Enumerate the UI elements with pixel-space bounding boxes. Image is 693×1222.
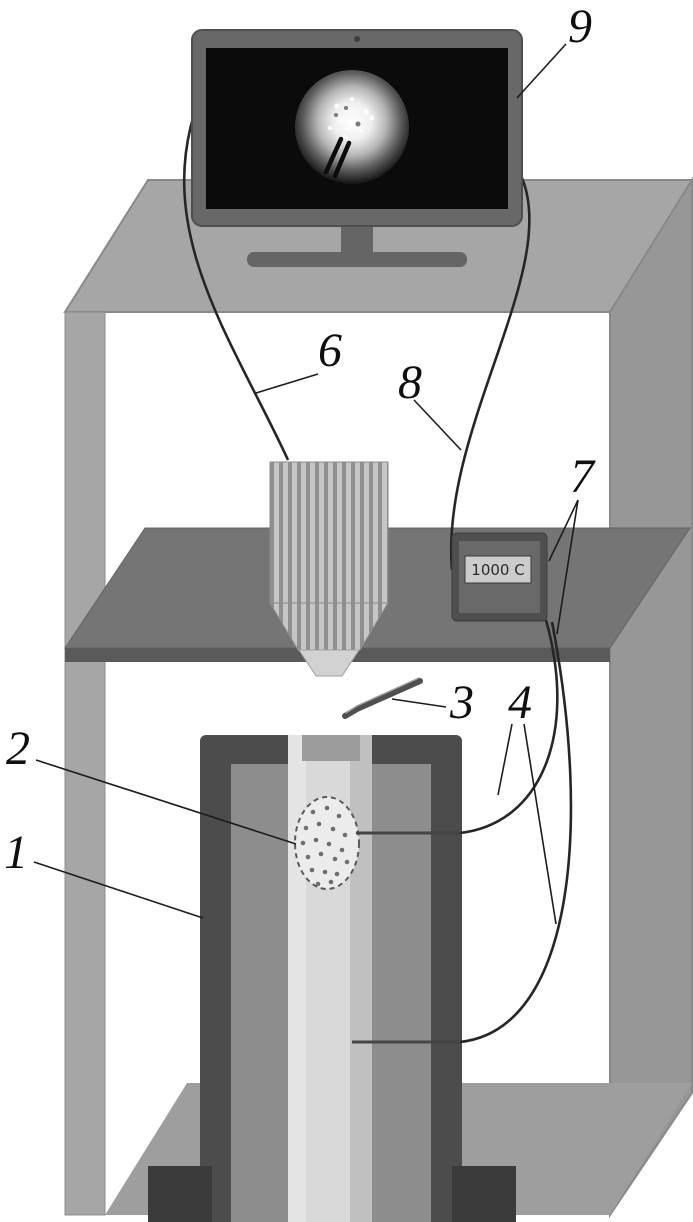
camera-device (269, 461, 389, 677)
labels: 9 6 8 7 3 4 2 1 (4, 0, 596, 879)
thermocouple-wire-upper (459, 619, 559, 835)
leader-line-4b (523, 723, 557, 925)
label-6: 6 (318, 324, 342, 377)
cabinet-left-post (64, 311, 106, 1216)
camera-body (269, 461, 389, 604)
furnace-tube-highlight (288, 735, 306, 1222)
camera-taper (269, 602, 389, 651)
label-4: 4 (508, 676, 532, 729)
furnace (148, 735, 516, 1222)
screen-sample-speckles (328, 97, 375, 140)
screen-sample-glow (295, 70, 409, 184)
leader-line-4a (497, 723, 513, 796)
leader-line-9 (516, 43, 567, 99)
leader-lines (33, 43, 579, 925)
monitor-stand-base (247, 252, 467, 267)
monitor-webcam-dot (354, 36, 360, 42)
camera-video-cable (183, 117, 290, 461)
leader-line-1 (33, 861, 204, 919)
monitor-stand-neck (341, 224, 373, 254)
furnace-foot-left (148, 1166, 212, 1222)
monitor (191, 29, 523, 267)
temperature-readout: 1000 C (471, 561, 524, 579)
cabinet-right-face (609, 176, 693, 1219)
leader-line-8 (413, 399, 462, 451)
leader-line-2 (35, 759, 297, 845)
screen-tweezers (323, 136, 352, 179)
label-9: 9 (568, 0, 592, 53)
label-8: 8 (398, 356, 422, 409)
sample-particles (300, 805, 350, 887)
thermocouple-wire-lower (459, 621, 573, 1044)
furnace-top-cap (302, 735, 360, 761)
label-7: 7 (570, 450, 596, 503)
leader-line-7b (556, 499, 579, 635)
leader-line-6 (255, 373, 319, 394)
temperature-display (464, 555, 532, 584)
label-2: 2 (6, 722, 30, 775)
label-3: 3 (449, 676, 474, 729)
furnace-tube-shade (350, 735, 372, 1222)
controller-cable (449, 177, 531, 571)
temperature-controller: 1000 C (451, 532, 548, 622)
camera-lens-funnel (298, 649, 360, 677)
furnace-foot-right (452, 1166, 516, 1222)
label-1: 1 (4, 826, 28, 879)
sample-rod (342, 677, 423, 719)
leader-line-7a (548, 499, 579, 562)
leader-line-3 (391, 698, 447, 708)
